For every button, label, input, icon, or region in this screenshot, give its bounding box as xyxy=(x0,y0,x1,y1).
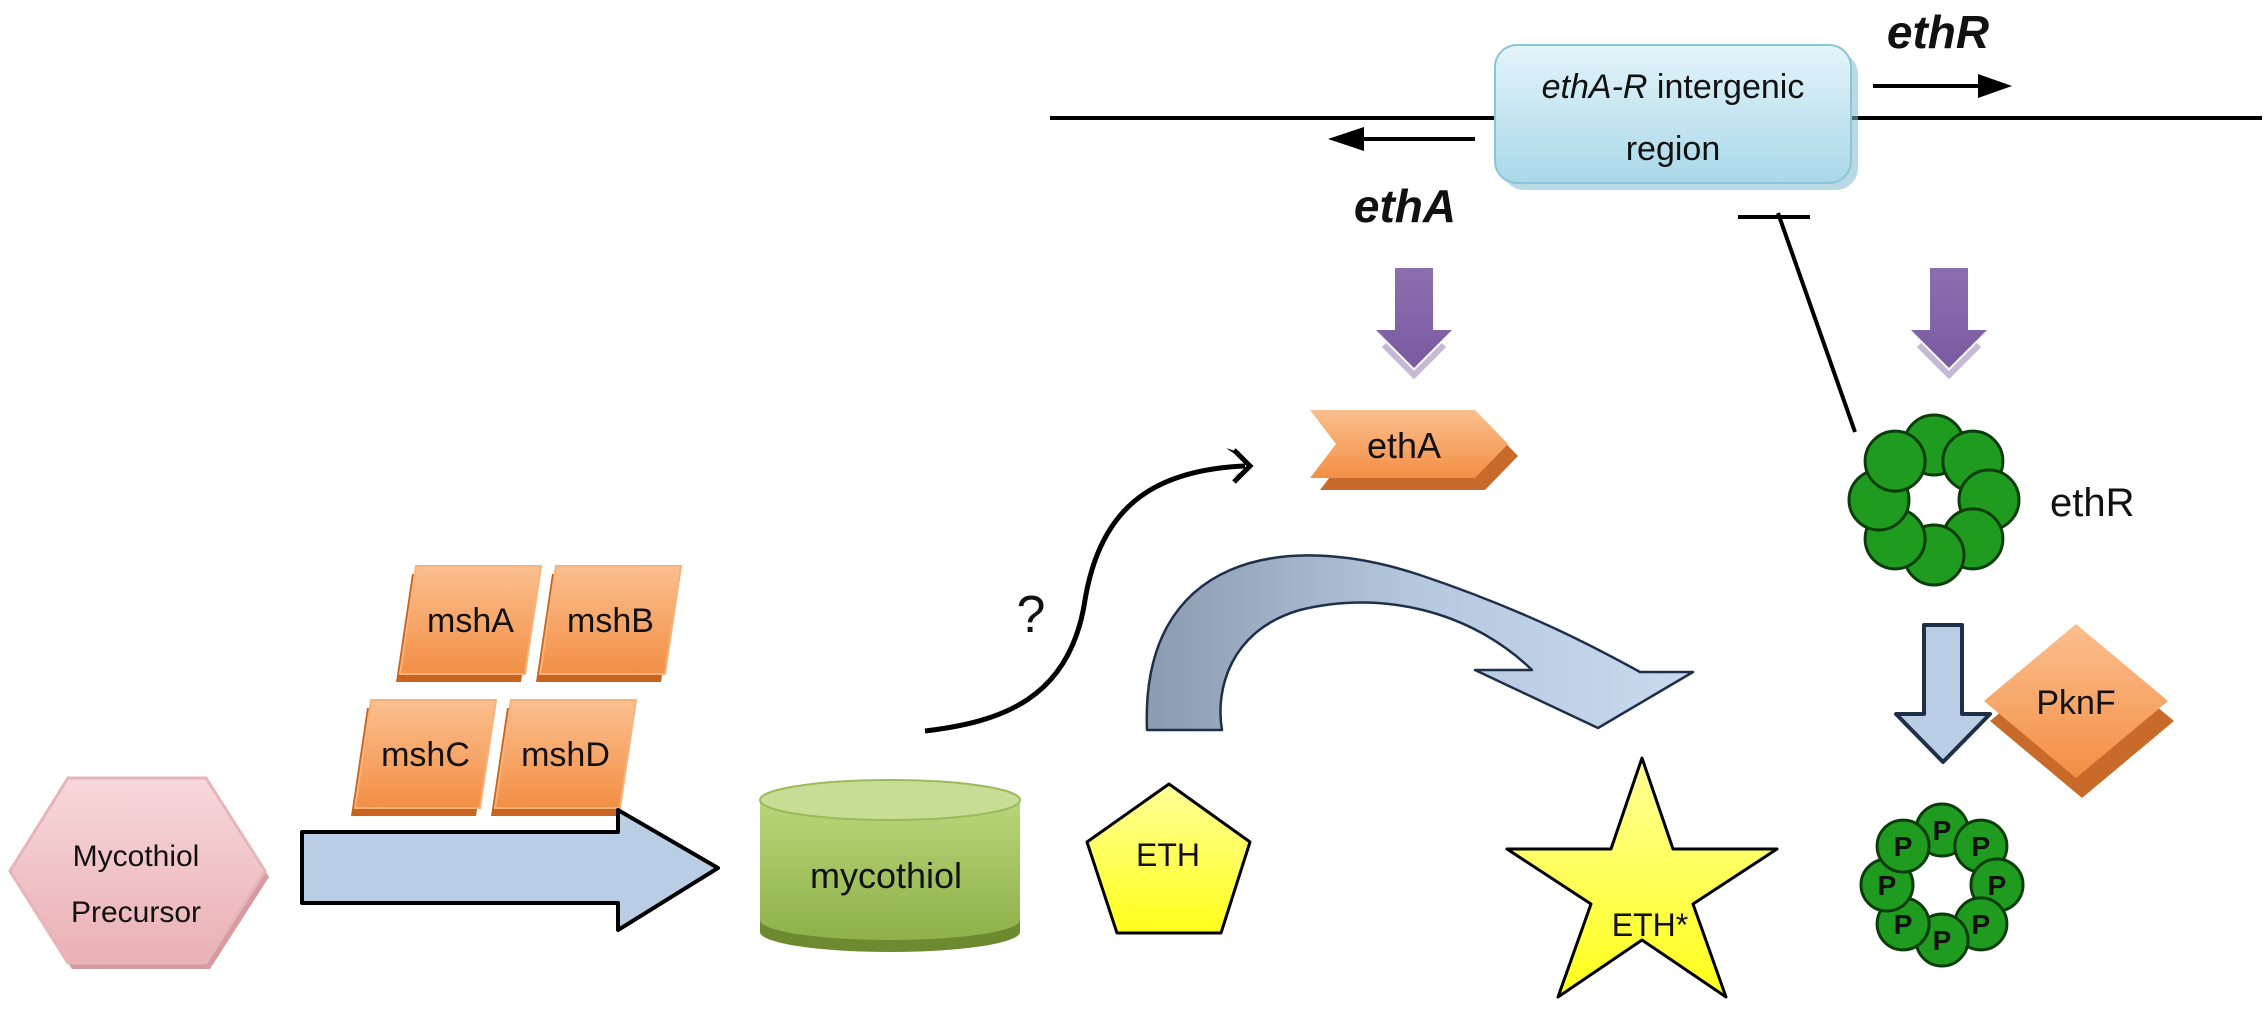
ethA-gene-label: ethA xyxy=(1354,180,1456,232)
msh-enzyme-label: mshB xyxy=(567,602,654,640)
pknF-label: PknF xyxy=(2036,684,2115,722)
phosphate-mark: P xyxy=(1933,815,1952,846)
ethA-gene-arrow xyxy=(1328,127,1475,151)
msh-enzyme-tile xyxy=(398,565,543,675)
unknown-regulation-arrow xyxy=(924,463,1246,734)
mycothiol-label: mycothiol xyxy=(810,855,962,896)
activated-eth-star: ETH* xyxy=(1505,756,1779,999)
biosynthesis-arrow xyxy=(300,808,720,932)
eth-activation-arrow xyxy=(1145,554,1695,732)
phosphate-mark: P xyxy=(1972,831,1991,862)
phosphorylation-arrow xyxy=(1894,623,1992,764)
ethR-expression-arrow xyxy=(1911,268,1987,380)
phosphate-mark: P xyxy=(1878,870,1897,901)
ethR-protein-ring xyxy=(1847,413,2021,587)
phosphate-mark: P xyxy=(1894,831,1913,862)
phospho-ethR-subunit xyxy=(1875,818,1931,874)
ethR-subunit xyxy=(1863,429,1927,493)
ethA-expression-arrow xyxy=(1376,268,1452,380)
activated-eth-label: ETH* xyxy=(1612,907,1688,943)
msh-enzyme-tile xyxy=(353,699,498,809)
pknF-kinase: PknF xyxy=(1984,624,2174,798)
ethA-protein-label: ethA xyxy=(1367,425,1441,466)
intergenic-label-line2: region xyxy=(1626,130,1721,168)
intergenic-label-italic: ethA-R xyxy=(1542,68,1648,106)
ethR-protein-label: ethR xyxy=(2050,481,2135,525)
ethR-gene-arrow xyxy=(1873,74,2012,98)
msh-enzyme-label: mshD xyxy=(521,736,610,774)
ethR-gene-label: ethR xyxy=(1887,6,1989,58)
phosphate-mark: P xyxy=(1972,909,1991,940)
eth-drug-label: ETH xyxy=(1136,837,1200,873)
phosphate-mark: P xyxy=(1933,925,1952,956)
eth-drug-pentagon: ETH xyxy=(1085,782,1252,935)
msh-enzyme-tile xyxy=(538,565,683,675)
unknown-link-label: ? xyxy=(1017,586,1046,644)
intergenic-label-rest: intergenic xyxy=(1647,68,1804,106)
phosphate-mark: P xyxy=(1894,909,1913,940)
msh-enzyme-label: mshA xyxy=(427,602,514,640)
precursor-label-line2: Precursor xyxy=(71,896,201,929)
msh-enzyme-tile xyxy=(493,699,638,809)
mycothiol-cylinder: mycothiol xyxy=(759,779,1021,952)
precursor-label-line1: Mycothiol xyxy=(73,840,200,873)
svg-text:ethA-R intergenic: ethA-R intergenic xyxy=(1542,68,1805,106)
repression-inhibition-line xyxy=(1738,212,1857,433)
phosphate-mark: P xyxy=(1988,870,2007,901)
mycothiol-precursor: Mycothiol Precursor xyxy=(8,776,269,969)
msh-enzyme-label: mshC xyxy=(381,736,470,774)
intergenic-region-box: ethA-R intergenic region xyxy=(1494,44,1858,190)
msh-enzyme-grid: mshA mshB mshC mshD xyxy=(351,565,683,816)
ethA-protein: ethA xyxy=(1310,410,1518,490)
